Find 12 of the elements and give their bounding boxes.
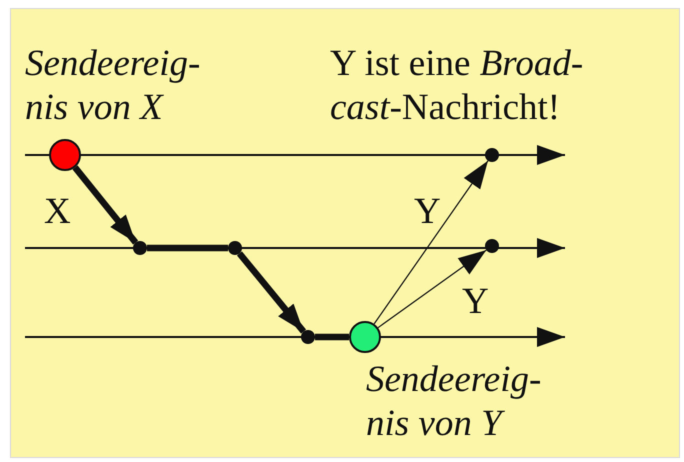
- event-caption: Sendeereig-nis von Y: [366, 358, 542, 446]
- arrow: [374, 160, 488, 324]
- edge-label: Y: [462, 280, 489, 324]
- edge-label: X: [44, 190, 71, 234]
- note-text: Y ist eine Broad-cast-Nachricht!: [330, 42, 584, 130]
- arrow: [72, 165, 138, 245]
- event-caption: Sendeereig-nis von X: [25, 42, 202, 130]
- connector-line: [315, 334, 349, 340]
- arrow: [378, 250, 487, 328]
- arrow: [236, 251, 306, 334]
- connector-line: [147, 244, 228, 252]
- edge-label: Y: [414, 190, 441, 234]
